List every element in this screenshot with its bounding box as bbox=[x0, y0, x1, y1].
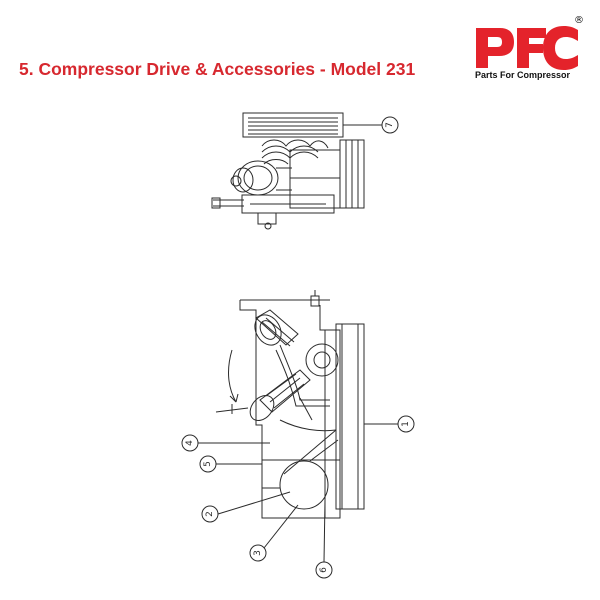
callout-6-circle bbox=[315, 561, 333, 579]
callout-4-label: 4 bbox=[185, 440, 195, 446]
side-view-drawing bbox=[181, 290, 415, 579]
callout-1-circle bbox=[397, 415, 415, 433]
belt-guard bbox=[242, 112, 344, 138]
logo-letter-p bbox=[476, 28, 514, 68]
base-frame bbox=[241, 194, 335, 214]
callout-1-label: 1 bbox=[401, 421, 411, 427]
cylinder-block bbox=[254, 309, 299, 347]
top-view-drawing bbox=[211, 112, 399, 230]
callout-7-circle bbox=[381, 116, 399, 134]
callout-3-leader bbox=[263, 504, 299, 549]
callout-6-label: 6 bbox=[319, 567, 329, 573]
motor bbox=[279, 460, 329, 510]
pfc-logo-letters bbox=[476, 26, 578, 70]
main-frame bbox=[239, 300, 341, 519]
callout-3-label: 3 bbox=[253, 550, 263, 556]
lower-cylinder bbox=[249, 369, 311, 422]
flywheel-plate bbox=[335, 323, 365, 510]
crank-hub bbox=[305, 343, 339, 377]
callout-6-leader bbox=[323, 499, 326, 563]
page-title: 5. Compressor Drive & Accessories - Mode… bbox=[19, 59, 416, 79]
callout-7-label: 7 bbox=[385, 122, 395, 128]
callout-2-circle bbox=[201, 505, 219, 523]
pfc-logo: ® Parts For Compressor bbox=[470, 16, 590, 82]
logo-tagline: Parts For Compressor bbox=[475, 70, 571, 80]
rotation-arrow bbox=[228, 349, 237, 403]
crankcase bbox=[289, 149, 341, 209]
callout-3-circle bbox=[249, 544, 267, 562]
cylinder-coils bbox=[261, 139, 329, 149]
callout-2-leader bbox=[217, 491, 291, 515]
callout-5-label: 5 bbox=[203, 461, 213, 467]
callout-4-circle bbox=[181, 434, 199, 452]
callout-2-label: 2 bbox=[205, 511, 215, 517]
logo-letter-c bbox=[543, 26, 578, 70]
logo-registered-mark: ® bbox=[574, 15, 584, 26]
logo-letter-f bbox=[517, 28, 546, 68]
callout-5-circle bbox=[199, 455, 217, 473]
